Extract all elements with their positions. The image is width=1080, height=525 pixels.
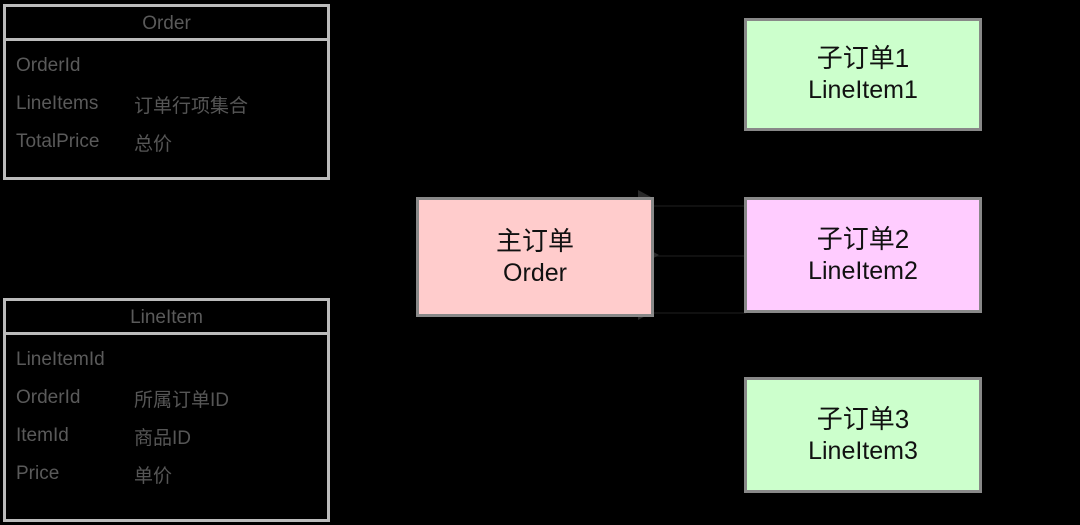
- node-lineitem3[interactable]: 子订单3 LineItem3: [744, 377, 982, 493]
- node-order-label-cn: 主订单: [495, 225, 574, 256]
- class-table-order-body: OrderId LineItems 订单行项集合 TotalPrice 总价: [6, 41, 327, 167]
- class-table-lineitem-body: LineItemId OrderId 所属订单ID ItemId 商品ID Pr…: [6, 335, 327, 499]
- field-name: TotalPrice: [16, 131, 100, 152]
- field-name: Price: [16, 463, 60, 484]
- node-lineitem2[interactable]: 子订单2 LineItem2: [744, 197, 982, 313]
- table-row: Price 单价: [6, 455, 327, 493]
- table-row: OrderId: [6, 47, 327, 85]
- field-name: OrderId: [16, 387, 81, 408]
- table-row: OrderId 所属订单ID: [6, 379, 327, 417]
- node-order[interactable]: 主订单 Order: [416, 197, 654, 317]
- field-description: 订单行项集合: [134, 95, 249, 117]
- field-description: 所属订单ID: [134, 389, 230, 411]
- node-lineitem3-label-cn: 子订单3: [816, 403, 910, 434]
- field-name: LineItems: [16, 93, 99, 114]
- class-table-order: Order OrderId LineItems 订单行项集合 TotalPric…: [3, 4, 330, 180]
- node-lineitem1[interactable]: 子订单1 LineItem1: [744, 18, 982, 131]
- node-lineitem1-label-en: LineItem1: [808, 76, 918, 105]
- table-row: LineItemId: [6, 341, 327, 379]
- field-description: 商品ID: [134, 427, 192, 449]
- table-row: TotalPrice 总价: [6, 123, 327, 161]
- field-name: LineItemId: [16, 349, 105, 370]
- class-table-order-title: Order: [6, 7, 327, 41]
- table-row: ItemId 商品ID: [6, 417, 327, 455]
- edge-line: [654, 255, 746, 257]
- field-name: OrderId: [16, 55, 81, 76]
- edge-line: [654, 312, 746, 314]
- field-description: 总价: [134, 133, 173, 155]
- edge-line: [654, 205, 746, 207]
- node-lineitem3-label-en: LineItem3: [808, 436, 918, 465]
- node-lineitem2-label-cn: 子订单2: [816, 223, 910, 254]
- node-order-label-en: Order: [503, 258, 567, 287]
- class-table-lineitem-title: LineItem: [6, 301, 327, 335]
- table-row: LineItems 订单行项集合: [6, 85, 327, 123]
- field-description: 单价: [134, 465, 173, 487]
- node-lineitem1-label-cn: 子订单1: [816, 43, 910, 74]
- field-name: ItemId: [16, 425, 69, 446]
- node-lineitem2-label-en: LineItem2: [808, 256, 918, 285]
- class-table-lineitem: LineItem LineItemId OrderId 所属订单ID ItemI…: [3, 298, 330, 522]
